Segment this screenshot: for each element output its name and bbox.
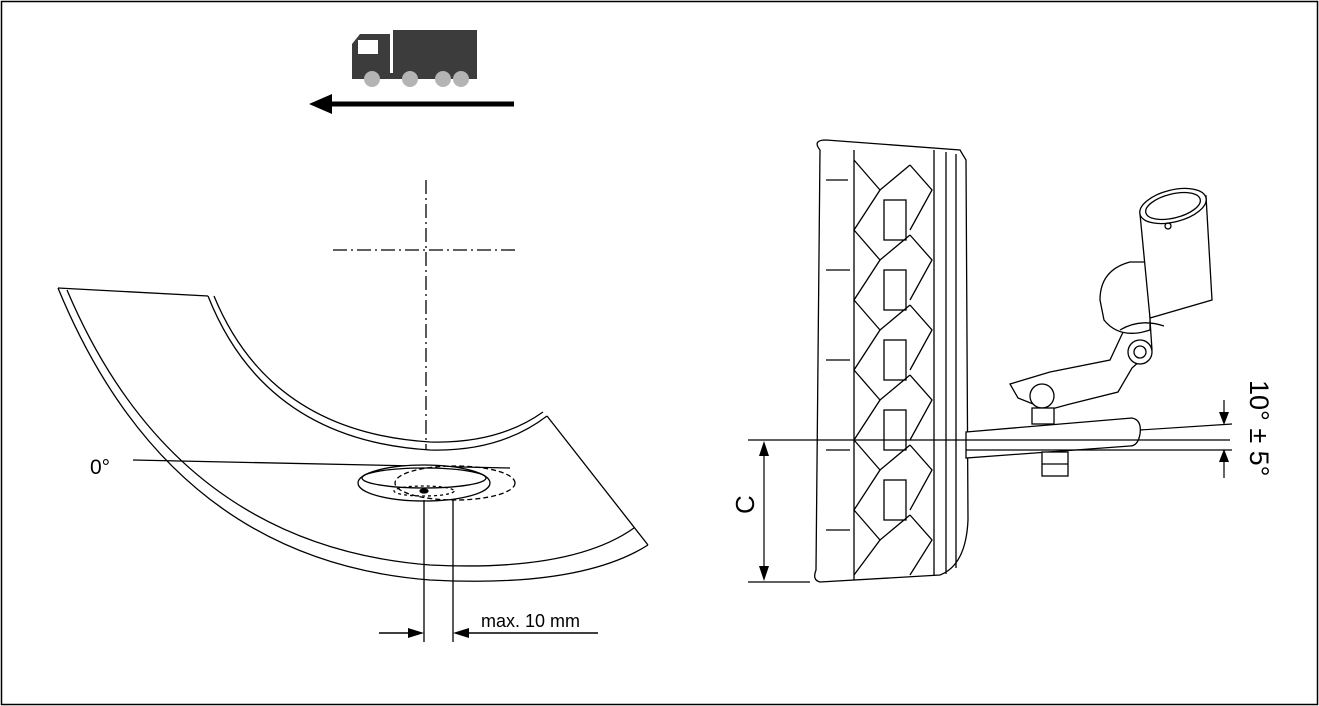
arrow-left-icon xyxy=(309,94,514,114)
zero-angle-label: 0° xyxy=(90,456,110,479)
offset-arrow-right xyxy=(453,628,469,638)
tilt-angle-label: 10° ± 5° xyxy=(1244,380,1274,476)
dimension-c-arrow-bottom xyxy=(759,566,769,581)
dimension-c-label: C xyxy=(730,495,760,514)
dimension-c-arrow-top xyxy=(759,441,769,456)
tilt-arrow-top xyxy=(1219,412,1229,425)
truck-icon xyxy=(352,30,477,87)
max-offset-label: max. 10 mm xyxy=(481,611,580,631)
tilt-arrow-bottom xyxy=(1219,449,1229,462)
dimension-c xyxy=(748,439,1230,583)
tire-arc-view xyxy=(57,180,649,642)
tire-profile-view xyxy=(814,139,1213,583)
offset-arrow-left xyxy=(408,628,424,638)
